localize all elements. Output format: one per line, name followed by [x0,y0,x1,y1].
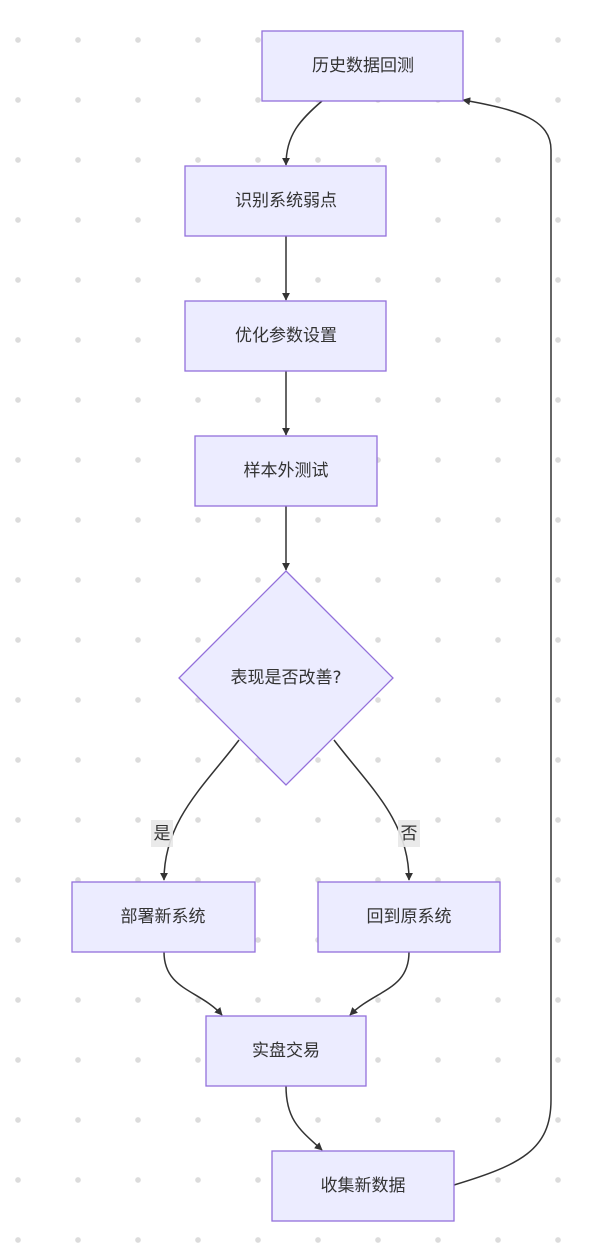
node-out-of-sample[interactable]: 样本外测试 [194,435,378,507]
node-decision-label: 表现是否改善? [230,668,341,688]
edge-decision-to-revert [333,739,413,881]
node-backtest[interactable]: 历史数据回测 [261,30,464,102]
node-revert[interactable]: 回到原系统 [317,881,501,953]
edge-collect-to-backtest [453,97,552,1186]
edge-revert-to-live [349,951,410,1016]
node-live-label: 实盘交易 [252,1041,320,1061]
node-weakness[interactable]: 识别系统弱点 [184,165,387,237]
edge-decision-to-deploy [160,739,240,881]
node-decision[interactable]: 表现是否改善? [178,570,394,786]
node-deploy-label: 部署新系统 [121,907,206,927]
edge-deploy-to-live [163,951,223,1016]
node-optimize[interactable]: 优化参数设置 [184,300,387,372]
edge-label-no-text: 否 [401,824,418,844]
edge-backtest-to-weakness [282,100,323,166]
node-collect-label: 收集新数据 [321,1176,406,1196]
node-collect[interactable]: 收集新数据 [271,1150,455,1222]
node-deploy[interactable]: 部署新系统 [71,881,256,953]
edge-label-yes: 是 [151,820,173,847]
node-out-of-sample-label: 样本外测试 [244,461,329,481]
node-weakness-label: 识别系统弱点 [235,191,337,211]
node-revert-label: 回到原系统 [367,907,452,927]
edge-label-yes-text: 是 [154,824,171,844]
edges [160,97,552,1186]
node-optimize-label: 优化参数设置 [235,326,337,346]
edge-live-to-collect [285,1085,323,1151]
node-live[interactable]: 实盘交易 [205,1015,367,1087]
edge-label-no: 否 [398,820,420,847]
node-backtest-label: 历史数据回测 [312,56,414,76]
